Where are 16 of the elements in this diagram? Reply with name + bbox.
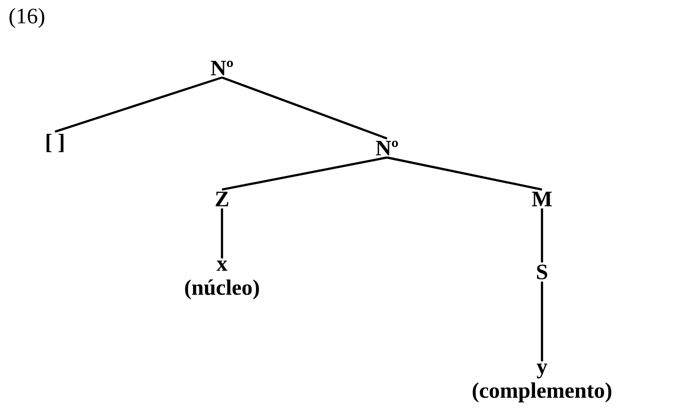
tree-branch bbox=[220, 208, 224, 258]
tree-label: S bbox=[537, 264, 548, 280]
tree-branch bbox=[540, 208, 544, 262]
tree-label: y (complemento) bbox=[472, 364, 612, 402]
tree-branch bbox=[222, 156, 388, 191]
tree-label: Nº bbox=[376, 140, 398, 156]
tree-label: Z bbox=[216, 192, 228, 206]
tree-branch bbox=[54, 76, 222, 133]
tree-label: x (núcleo) bbox=[185, 260, 259, 300]
tree-branch bbox=[386, 156, 542, 191]
tree-label: Nº bbox=[210, 60, 233, 76]
tree-branch bbox=[222, 76, 388, 140]
tree-branch bbox=[540, 282, 544, 362]
example-number: (16) bbox=[10, 8, 44, 28]
tree-label: M bbox=[532, 192, 552, 206]
tree-label: [ ] bbox=[46, 134, 64, 152]
